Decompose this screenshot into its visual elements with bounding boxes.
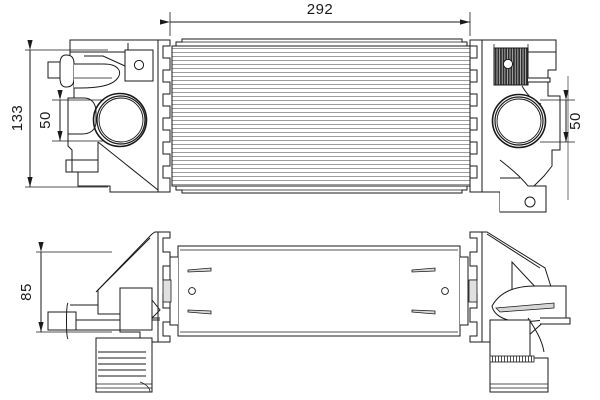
- top-right-plate-boss: [468, 279, 478, 303]
- top-right-sleeve-hatch: [489, 355, 535, 363]
- top-right-sleeve-bands: [490, 383, 548, 389]
- right-bracket-arm: [528, 77, 551, 83]
- top-right-tank-upper-edge: [486, 233, 541, 269]
- dim-50-right-text: 50: [567, 112, 584, 130]
- dim-50-left-text: 50: [37, 111, 54, 129]
- left-bracket-tie: [84, 55, 126, 67]
- left-lower-tab: [71, 159, 99, 173]
- top-right-sleeve-outline: [489, 357, 549, 393]
- top-left-tank: [47, 231, 161, 393]
- dim-292-text: 292: [307, 1, 334, 18]
- top-left-tank-inner-slope: [95, 237, 151, 293]
- left-gusset-diagonal: [97, 141, 159, 191]
- top-left-sleeve-outline: [95, 337, 153, 393]
- left-bracket-hole: [133, 59, 145, 71]
- top-left-sleeve-bands: [96, 383, 152, 389]
- core-fin-block: [171, 38, 471, 194]
- top-right-nozzle-arm: [540, 317, 571, 325]
- top-left-plate-boss: [162, 279, 172, 303]
- dimension-133: 133: [9, 40, 108, 188]
- dimension-85: 85: [18, 242, 112, 333]
- left-spigot-body: [74, 63, 120, 89]
- dim-133-text: 133: [9, 105, 26, 132]
- top-core-block: [169, 245, 469, 337]
- right-bracket-ticks: [493, 44, 529, 48]
- left-tank-assembly: [47, 39, 159, 193]
- left-spigot-collar: [59, 54, 75, 88]
- top-left-sleeve-corner: [139, 381, 151, 393]
- dimension-292: 292: [160, 1, 471, 36]
- top-core-outline: [177, 245, 461, 337]
- right-side-plate-outline: [469, 39, 483, 193]
- top-left-outlet-collar: [70, 304, 99, 312]
- core-bottom-edge: [172, 185, 470, 194]
- top-core-left-slot-lower: [187, 309, 212, 315]
- top-core-left-slot-upper: [187, 267, 212, 273]
- top-view: 85: [18, 231, 571, 393]
- top-core-right-hole: [441, 287, 449, 295]
- right-bracket-hole: [502, 58, 514, 70]
- top-left-sleeve-hatch: [98, 351, 146, 377]
- top-left-lower-boss: [119, 287, 153, 331]
- top-right-lower-boss: [489, 319, 531, 361]
- top-right-tank: [481, 231, 571, 393]
- top-right-nozzle-slot: [495, 302, 555, 313]
- right-tank-assembly: [481, 39, 561, 213]
- core-top-edge: [172, 38, 470, 47]
- dim-85-text: 85: [18, 283, 35, 301]
- top-core-left-hole: [188, 287, 196, 295]
- left-side-plate-outline: [157, 39, 171, 193]
- dimension-50-left: 50: [37, 90, 104, 142]
- top-core-right-step: [460, 256, 469, 326]
- dimension-50-right: 50: [540, 76, 584, 200]
- front-view: 292 133 50 50: [9, 1, 584, 213]
- core-fin-pattern: [171, 45, 471, 187]
- top-core-right-slot-lower: [411, 309, 436, 315]
- top-right-nozzle: [491, 285, 567, 323]
- top-core-right-slot-upper: [411, 267, 436, 273]
- right-port-inner-ring: [496, 98, 542, 144]
- top-left-boss-tie: [151, 299, 161, 319]
- left-hook-profile: [68, 97, 97, 135]
- left-port-inner-ring: [98, 97, 144, 143]
- right-flange-hole: [524, 196, 536, 208]
- top-left-outlet-curve: [66, 302, 69, 340]
- top-left-outlet-stub: [47, 311, 77, 331]
